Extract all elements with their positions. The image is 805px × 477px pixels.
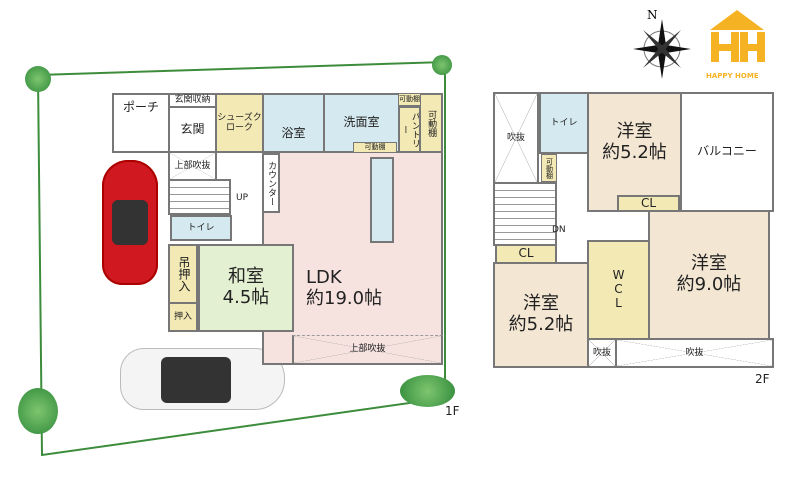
floor-1-label: 1F [445, 404, 460, 418]
room-size: 約5.2帖 [508, 314, 574, 335]
void: 吹抜 [615, 338, 774, 368]
hanging-closet: 吊押入 [168, 244, 198, 304]
shoe-closet: シューズクローク [215, 93, 264, 153]
floor-2-label: 2F [755, 372, 770, 386]
western-room-c: 洋室 約5.2帖 [493, 262, 589, 368]
happy-home-logo [710, 10, 765, 62]
porch: ポーチ [112, 93, 170, 153]
movable-shelf: 可動棚 [398, 93, 421, 106]
ldk-label: LDK [306, 267, 342, 289]
kitchen-counter [370, 157, 394, 243]
western-room-b: 洋室 約9.0帖 [648, 210, 770, 340]
entrance: 玄関 [168, 106, 217, 153]
compass-north: N [647, 8, 658, 22]
white-car [120, 348, 285, 410]
ldk-upper-void: 上部吹抜 [292, 335, 443, 365]
movable-shelf: 可動棚 [353, 142, 397, 153]
room-label: 洋室 [616, 121, 653, 143]
bath: 浴室 [262, 93, 325, 153]
pantry: パントリー [398, 106, 421, 153]
toilet: トイレ [539, 92, 589, 154]
western-room-a: 洋室 約5.2帖 [587, 92, 682, 212]
closet: 押入 [168, 302, 198, 332]
balcony: バルコニー [680, 92, 774, 212]
room-label: 洋室 [691, 253, 727, 275]
tree [18, 388, 58, 434]
stairs [168, 179, 231, 215]
closet: CL [495, 244, 557, 264]
counter: カウンター [262, 153, 280, 213]
stairs-down-label: DN [552, 225, 566, 235]
washitsu-size: 4.5帖 [222, 287, 270, 308]
tree [400, 375, 455, 407]
tree [25, 66, 51, 92]
room-size: 約9.0帖 [676, 274, 742, 295]
void: 吹抜 [493, 92, 539, 184]
upper-void: 上部吹抜 [168, 151, 217, 181]
red-car [102, 160, 158, 285]
brand-name: HAPPY HOME [706, 72, 759, 80]
stairs [493, 182, 557, 246]
tree [432, 55, 452, 75]
compass-icon: N [633, 8, 691, 79]
room-size: 約5.2帖 [602, 142, 667, 163]
movable-shelf: 可動棚 [419, 93, 443, 153]
void: 吹抜 [587, 338, 617, 368]
room-label: 洋室 [523, 293, 559, 315]
washitsu: 和室 4.5帖 [198, 244, 294, 332]
movable-shelf: 可動棚 [541, 154, 557, 182]
ldk-size: 約19.0帖 [306, 288, 383, 309]
toilet: トイレ [170, 215, 232, 241]
walk-in-closet: WCL [587, 240, 650, 340]
stairs-up-label: UP [236, 193, 249, 203]
washitsu-label: 和室 [228, 266, 264, 288]
